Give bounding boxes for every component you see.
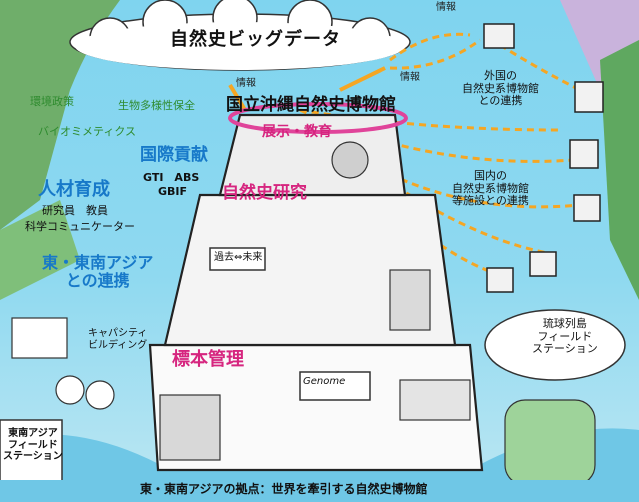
info-label-3: 情報 — [400, 72, 420, 83]
foreign-line2: 自然史系博物館 — [462, 81, 539, 95]
foreign-museums: 外国の 自然史系博物館 との連携 — [462, 69, 539, 108]
domestic-line1: 国内の — [474, 169, 507, 182]
jungle-backdrop-2 — [0, 200, 80, 300]
capacity-line1: キャパシティ — [88, 328, 148, 339]
ryukyu-field-area — [484, 309, 626, 381]
env-policy: 環境政策 — [30, 95, 74, 108]
foreign-line3: との連携 — [478, 94, 523, 108]
asia-field-line3: ステーション — [3, 451, 63, 462]
capacity-line2: ビルディング — [88, 339, 148, 351]
info-label-1: 情報 — [436, 2, 456, 13]
meeting-sketch — [11, 317, 115, 410]
domestic-museums: 国内の 自然史系博物館 等施設との連携 — [452, 169, 529, 208]
intl-contribution: 国際貢献 — [140, 145, 208, 165]
tier-research: 自然史研究 — [222, 183, 307, 203]
asia-field-line2: フィールド — [8, 439, 58, 451]
hr-roles: 研究員 教員 — [42, 204, 108, 217]
science-communicator: 科学コミュニケーター — [25, 220, 135, 233]
past-future-sign: 過去⇔未来 — [214, 252, 263, 263]
domestic-line2: 自然史系博物館 — [452, 181, 529, 195]
ryukyu-line1: 琉球列島 — [542, 317, 587, 330]
footer-caption: 東・東南アジアの拠点：世界を牽引する自然史博物館 — [140, 482, 428, 496]
hr-development: 人材育成 — [38, 179, 110, 200]
ryukyu-field-station: 琉球列島 フィールド ステーション — [532, 317, 598, 356]
right-jungle — [600, 40, 639, 300]
asia-field-line1: 東南アジア — [8, 428, 58, 439]
museum-name: 国立沖縄自然史博物館 — [226, 95, 396, 115]
biodiversity: 生物多様性保全 — [118, 99, 195, 112]
ryukyu-line3: ステーション — [532, 342, 598, 356]
asia-link: 東・東南アジア との連携 — [42, 253, 154, 291]
genome-sign: Genome — [303, 376, 346, 387]
big-data-cloud — [69, 0, 411, 71]
footer-strip — [0, 480, 639, 502]
tier-specimen: 標本管理 — [172, 349, 244, 370]
foreign-line1: 外国の — [484, 69, 517, 82]
domestic-line3: 等施設との連携 — [452, 194, 529, 208]
asia-field-station: 東南アジア フィールド ステーション — [3, 428, 63, 463]
capacity-building: キャパシティ ビルディング — [88, 328, 147, 351]
asia-link-line2: との連携 — [65, 271, 130, 291]
big-data-title: 自然史ビッグデータ — [170, 29, 341, 50]
intl-orgs: GTI ABS — [143, 171, 200, 184]
gbif: GBIF — [158, 185, 188, 198]
asia-link-line1: 東・東南アジア — [42, 253, 154, 272]
jungle-backdrop — [0, 0, 120, 230]
biomimetics: バイオミメティクス — [38, 125, 137, 138]
info-label-2: 情報 — [236, 78, 256, 89]
remote-museums — [483, 23, 604, 293]
right-field-scene — [504, 399, 596, 486]
tier-exhibition: 展示・教育 — [262, 124, 332, 140]
ryukyu-line2: フィールド — [537, 329, 593, 343]
info-arrows-solid — [228, 66, 386, 112]
museum-building — [148, 102, 484, 472]
